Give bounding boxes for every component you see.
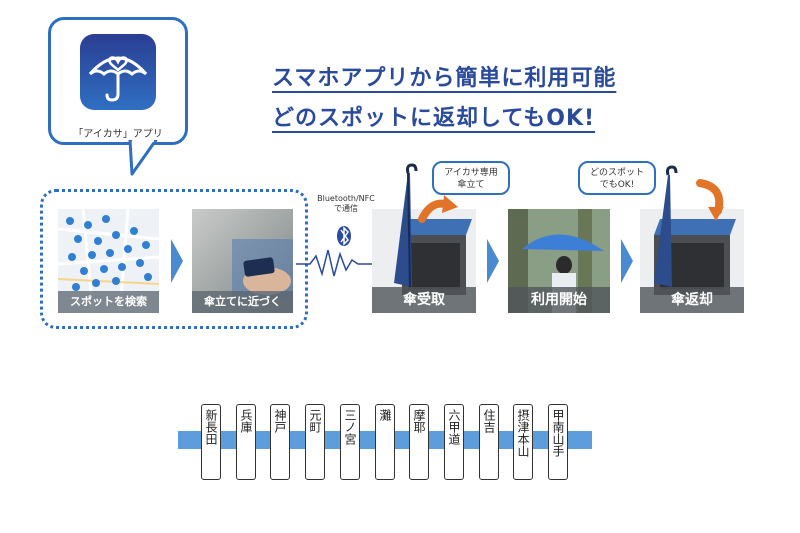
- app-steps-group: [40, 189, 308, 329]
- hand-phone-illustration: [232, 239, 293, 299]
- step-approach-caption: 傘立てに近づく: [192, 291, 293, 313]
- step-receive-caption: 傘受取: [372, 287, 476, 313]
- start-use-photo: 利用開始: [508, 209, 610, 313]
- station-card: 住吉: [479, 404, 499, 480]
- any-spot-callout-line1: どのスポット: [589, 168, 644, 178]
- stand-callout-line1: アイカサ専用: [444, 168, 498, 178]
- stand-return-photo: 傘返却: [640, 163, 744, 313]
- bubble-tail: [128, 140, 158, 176]
- station-card: 六甲道: [444, 404, 464, 480]
- station-card: 神戸: [270, 404, 290, 480]
- any-spot-callout-line2: でもOK!: [599, 180, 635, 190]
- station-card: 元町: [305, 404, 325, 480]
- station-card: 甲南山手: [548, 404, 568, 480]
- connection-label-line1: Bluetooth/NFC: [317, 194, 375, 203]
- signal-wave: [296, 226, 376, 277]
- station-card: 新長田: [201, 404, 221, 480]
- station-card: 兵庫: [236, 404, 256, 480]
- curved-arrow-icon: [696, 179, 724, 215]
- station-card: 摂津本山: [513, 404, 533, 480]
- connection-label: Bluetooth/NFC で通信: [312, 194, 380, 214]
- chevron-right-icon: [487, 239, 499, 283]
- umbrella-heart-icon: [88, 56, 148, 102]
- stand-callout: アイカサ専用 傘立て: [432, 161, 510, 195]
- spot-map-photo: スポットを検索: [58, 209, 159, 313]
- any-spot-callout: どのスポット でもOK!: [578, 161, 656, 195]
- umbrella-stand-illustration: [640, 165, 744, 313]
- chevron-right-icon: [171, 239, 183, 283]
- step-return-caption: 傘返却: [640, 287, 744, 313]
- station-card: 灘: [375, 404, 395, 480]
- step-start-caption: 利用開始: [508, 287, 610, 313]
- phone-approach-photo: 傘立てに近づく: [192, 209, 293, 313]
- stand-callout-line2: 傘立て: [457, 180, 485, 190]
- station-card: 三ノ宮: [340, 404, 360, 480]
- app-name: 「アイカサ」アプリ: [73, 129, 163, 140]
- step-search-caption: スポットを検索: [58, 291, 159, 313]
- app-icon[interactable]: [80, 34, 156, 110]
- headline-line-2: どのスポットに返却してもOK!: [272, 106, 596, 131]
- stand-receive-photo: 傘受取: [372, 163, 476, 313]
- station-card: 摩耶: [409, 404, 429, 480]
- connection-label-line2: で通信: [334, 204, 358, 213]
- bluetooth-icon: [337, 226, 351, 246]
- headline-line-1: スマホアプリから簡単に利用可能: [272, 66, 617, 91]
- chevron-right-icon: [621, 239, 633, 283]
